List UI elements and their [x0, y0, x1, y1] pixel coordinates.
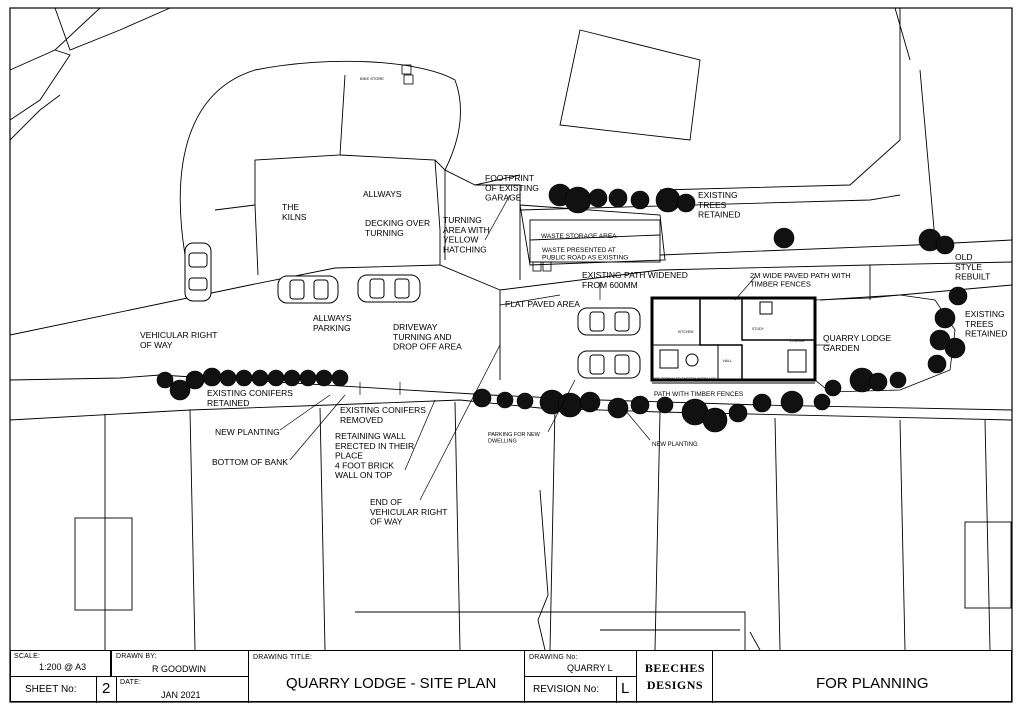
dwelling-floor-plan [650, 296, 817, 384]
sheet-cell: SHEET No: [11, 677, 97, 703]
car-2 [277, 275, 339, 304]
drawing-no-cell: DRAWING No: QUARRY L [525, 651, 637, 677]
scale-cell: SCALE: 1:200 @ A3 [11, 651, 111, 677]
label-lounge: LOUNGE [790, 339, 805, 343]
sheet-border [9, 7, 1013, 703]
car-5 [577, 350, 641, 379]
label-study: STUDY [752, 327, 765, 331]
drawing-title-cell: DRAWING TITLE: QUARRY LODGE - SITE PLAN [249, 651, 525, 703]
label-flat-paved: FLAT PAVED AREA [505, 299, 580, 309]
drawing-title-label: DRAWING TITLE: [253, 654, 313, 661]
company-logo: BEECHES DESIGNS [637, 651, 713, 703]
scale-label: SCALE: [14, 653, 41, 660]
company-name-line1: BEECHES [644, 661, 706, 675]
date-value: JAN 2021 [161, 690, 201, 700]
bins [401, 64, 552, 272]
sheet-no-label: SHEET No: [25, 684, 77, 695]
title-block: SCALE: 1:200 @ A3 SHEET No: 2 DRAWN BY: … [10, 650, 1012, 703]
sheet-no-cell: 2 [97, 677, 117, 703]
revision-cell: REVISION No: [525, 677, 617, 703]
revision-no-cell: L [617, 677, 637, 703]
date-cell: DATE: JAN 2021 [117, 677, 249, 703]
label-hall: HALL [723, 359, 732, 363]
car-3 [357, 274, 421, 303]
drawn-by-label: DRAWN BY: [116, 653, 157, 660]
drawn-by-cell: DRAWN BY: R GOODWIN [111, 651, 249, 677]
date-label: DATE: [120, 679, 142, 686]
label-sprinkler: FIRE SPRINKLER SYSTEM INSTALLED [652, 377, 716, 381]
leader-lines [279, 194, 830, 501]
drawing-title-value: QUARRY LODGE - SITE PLAN [286, 675, 497, 692]
car-4 [577, 307, 641, 336]
scale-value: 1:200 @ A3 [39, 662, 87, 672]
label-new-planting-right: NEW PLANTING [652, 442, 698, 448]
label-kitchen: KITCHEN [678, 330, 694, 334]
label-bottom-bank: BOTTOM OF BANK [212, 457, 288, 467]
sheet-no-value: 2 [102, 680, 111, 697]
label-new-planting-left: NEW PLANTING [215, 427, 280, 437]
company-name-line2: DESIGNS [646, 678, 704, 692]
revision-value: L [621, 680, 630, 697]
label-waste-storage: WASTE STORAGE AREA [541, 233, 617, 240]
label-bike-store: BIKE STORE [360, 76, 384, 81]
revision-label: REVISION No: [533, 684, 600, 695]
cars [184, 242, 641, 379]
drawing-no-value: QUARRY L [567, 663, 613, 673]
label-path-timber: PATH WITH TIMBER FENCES [654, 391, 744, 398]
drawn-by-value: R GOODWIN [152, 664, 206, 674]
car-1 [184, 242, 212, 302]
trees [156, 183, 968, 433]
drawing-no-label: DRAWING No: [529, 654, 578, 661]
plot-boundaries [9, 7, 1013, 651]
label-allways: ALLWAYS [363, 189, 402, 199]
status-text: FOR PLANNING [816, 675, 929, 692]
status-cell: FOR PLANNING [713, 651, 1011, 703]
